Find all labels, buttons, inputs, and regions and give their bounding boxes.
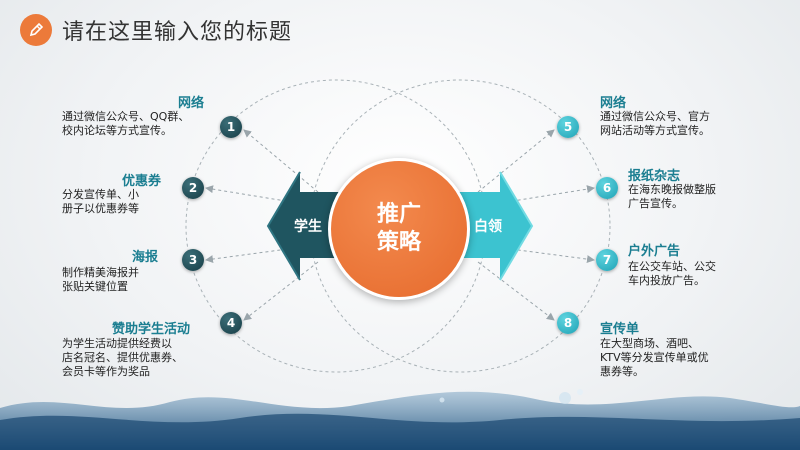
item-3-head: 海报: [132, 250, 159, 265]
item-4-body: 为学生活动提供经费以店名冠名、提供优惠券、会员卡等作为奖品: [62, 337, 183, 378]
item-1-head: 网络: [178, 96, 205, 111]
node-4: 4: [220, 312, 242, 334]
item-3-body: 制作精美海报并张贴关键位置: [62, 266, 139, 293]
pencil-icon: [20, 14, 52, 46]
item-4-head: 赞助学生活动: [112, 322, 191, 337]
connector-4: [243, 261, 319, 321]
center-line-1: 推广: [376, 202, 421, 227]
node-8: 8: [557, 312, 579, 334]
node-3: 3: [182, 249, 204, 271]
center-circle: 推广 策略: [328, 158, 470, 300]
connector-5: [477, 129, 555, 193]
node-6: 6: [596, 177, 618, 199]
right-arrow-shape: [450, 172, 532, 280]
center-line-2: 策略: [376, 230, 421, 255]
left-tag: 学生: [294, 219, 322, 235]
water-wave-decoration: [0, 389, 800, 450]
item-8-head: 宣传单: [600, 322, 640, 337]
node-2: 2: [182, 177, 204, 199]
item-2-head: 优惠券: [122, 174, 162, 189]
item-2-body: 分发宣传单、小册子以优惠券等: [62, 188, 139, 215]
item-7-body: 在公交车站、公交车内投放广告。: [628, 260, 716, 287]
item-5-head: 网络: [600, 96, 627, 111]
page-title: 请在这里输入您的标题: [62, 20, 293, 45]
connector-8: [477, 261, 555, 321]
item-1-body: 通过微信公众号、QQ群、校内论坛等方式宣传。: [62, 110, 190, 137]
item-6-body: 在海东晚报做整版广告宣传。: [628, 183, 716, 210]
node-7: 7: [596, 249, 618, 271]
item-7-head: 户外广告: [628, 244, 681, 259]
item-6-head: 报纸杂志: [628, 169, 681, 184]
node-1: 1: [220, 116, 242, 138]
node-5: 5: [557, 116, 579, 138]
right-tag: 白领: [474, 219, 502, 235]
left-arrow-shape: [268, 172, 350, 280]
connector-1: [243, 129, 319, 193]
item-5-body: 通过微信公众号、官方网站活动等方式宣传。: [600, 110, 710, 137]
item-8-body: 在大型商场、酒吧、KTV等分发宣传单或优惠券等。: [600, 337, 709, 378]
title-bar: 请在这里输入您的标题: [20, 14, 292, 46]
